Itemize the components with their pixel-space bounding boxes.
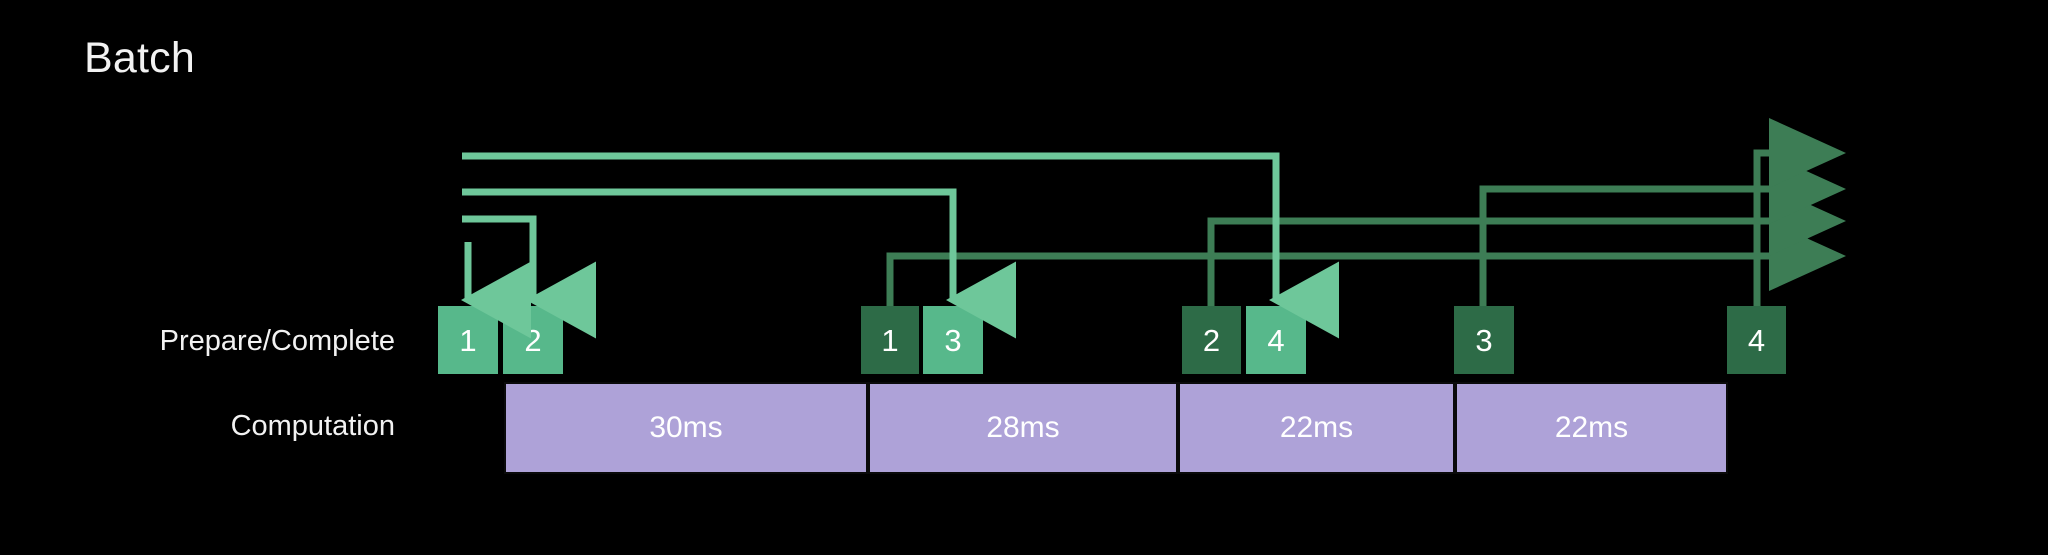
complete-slot-2[interactable]: 2: [1182, 306, 1241, 374]
row-label-computation: Computation: [230, 410, 395, 442]
arrow-request-4-in: [462, 152, 1339, 339]
arrow-request-2-in: [462, 215, 596, 339]
page-title: Batch: [84, 34, 195, 82]
computation-bar-4[interactable]: 22ms: [1455, 382, 1728, 474]
prepare-slot-4[interactable]: 4: [1246, 306, 1306, 374]
prepare-slot-3[interactable]: 3: [923, 306, 983, 374]
arrow-complete-1-out: [886, 221, 1846, 306]
complete-slot-1[interactable]: 1: [861, 306, 919, 374]
arrow-request-3-in: [462, 188, 1016, 339]
prepare-slot-2[interactable]: 2: [503, 306, 563, 374]
complete-slot-3[interactable]: 3: [1454, 306, 1514, 374]
arrow-complete-3-out: [1479, 154, 1846, 306]
prepare-slot-1[interactable]: 1: [438, 306, 498, 374]
computation-bar-2[interactable]: 28ms: [868, 382, 1178, 474]
computation-bar-1[interactable]: 30ms: [504, 382, 868, 474]
arrow-complete-4-out: [1753, 118, 1846, 306]
row-label-prepare-complete: Prepare/Complete: [159, 325, 395, 357]
computation-bar-3[interactable]: 22ms: [1178, 382, 1455, 474]
complete-slot-4[interactable]: 4: [1727, 306, 1786, 374]
arrow-complete-2-out: [1207, 186, 1846, 306]
